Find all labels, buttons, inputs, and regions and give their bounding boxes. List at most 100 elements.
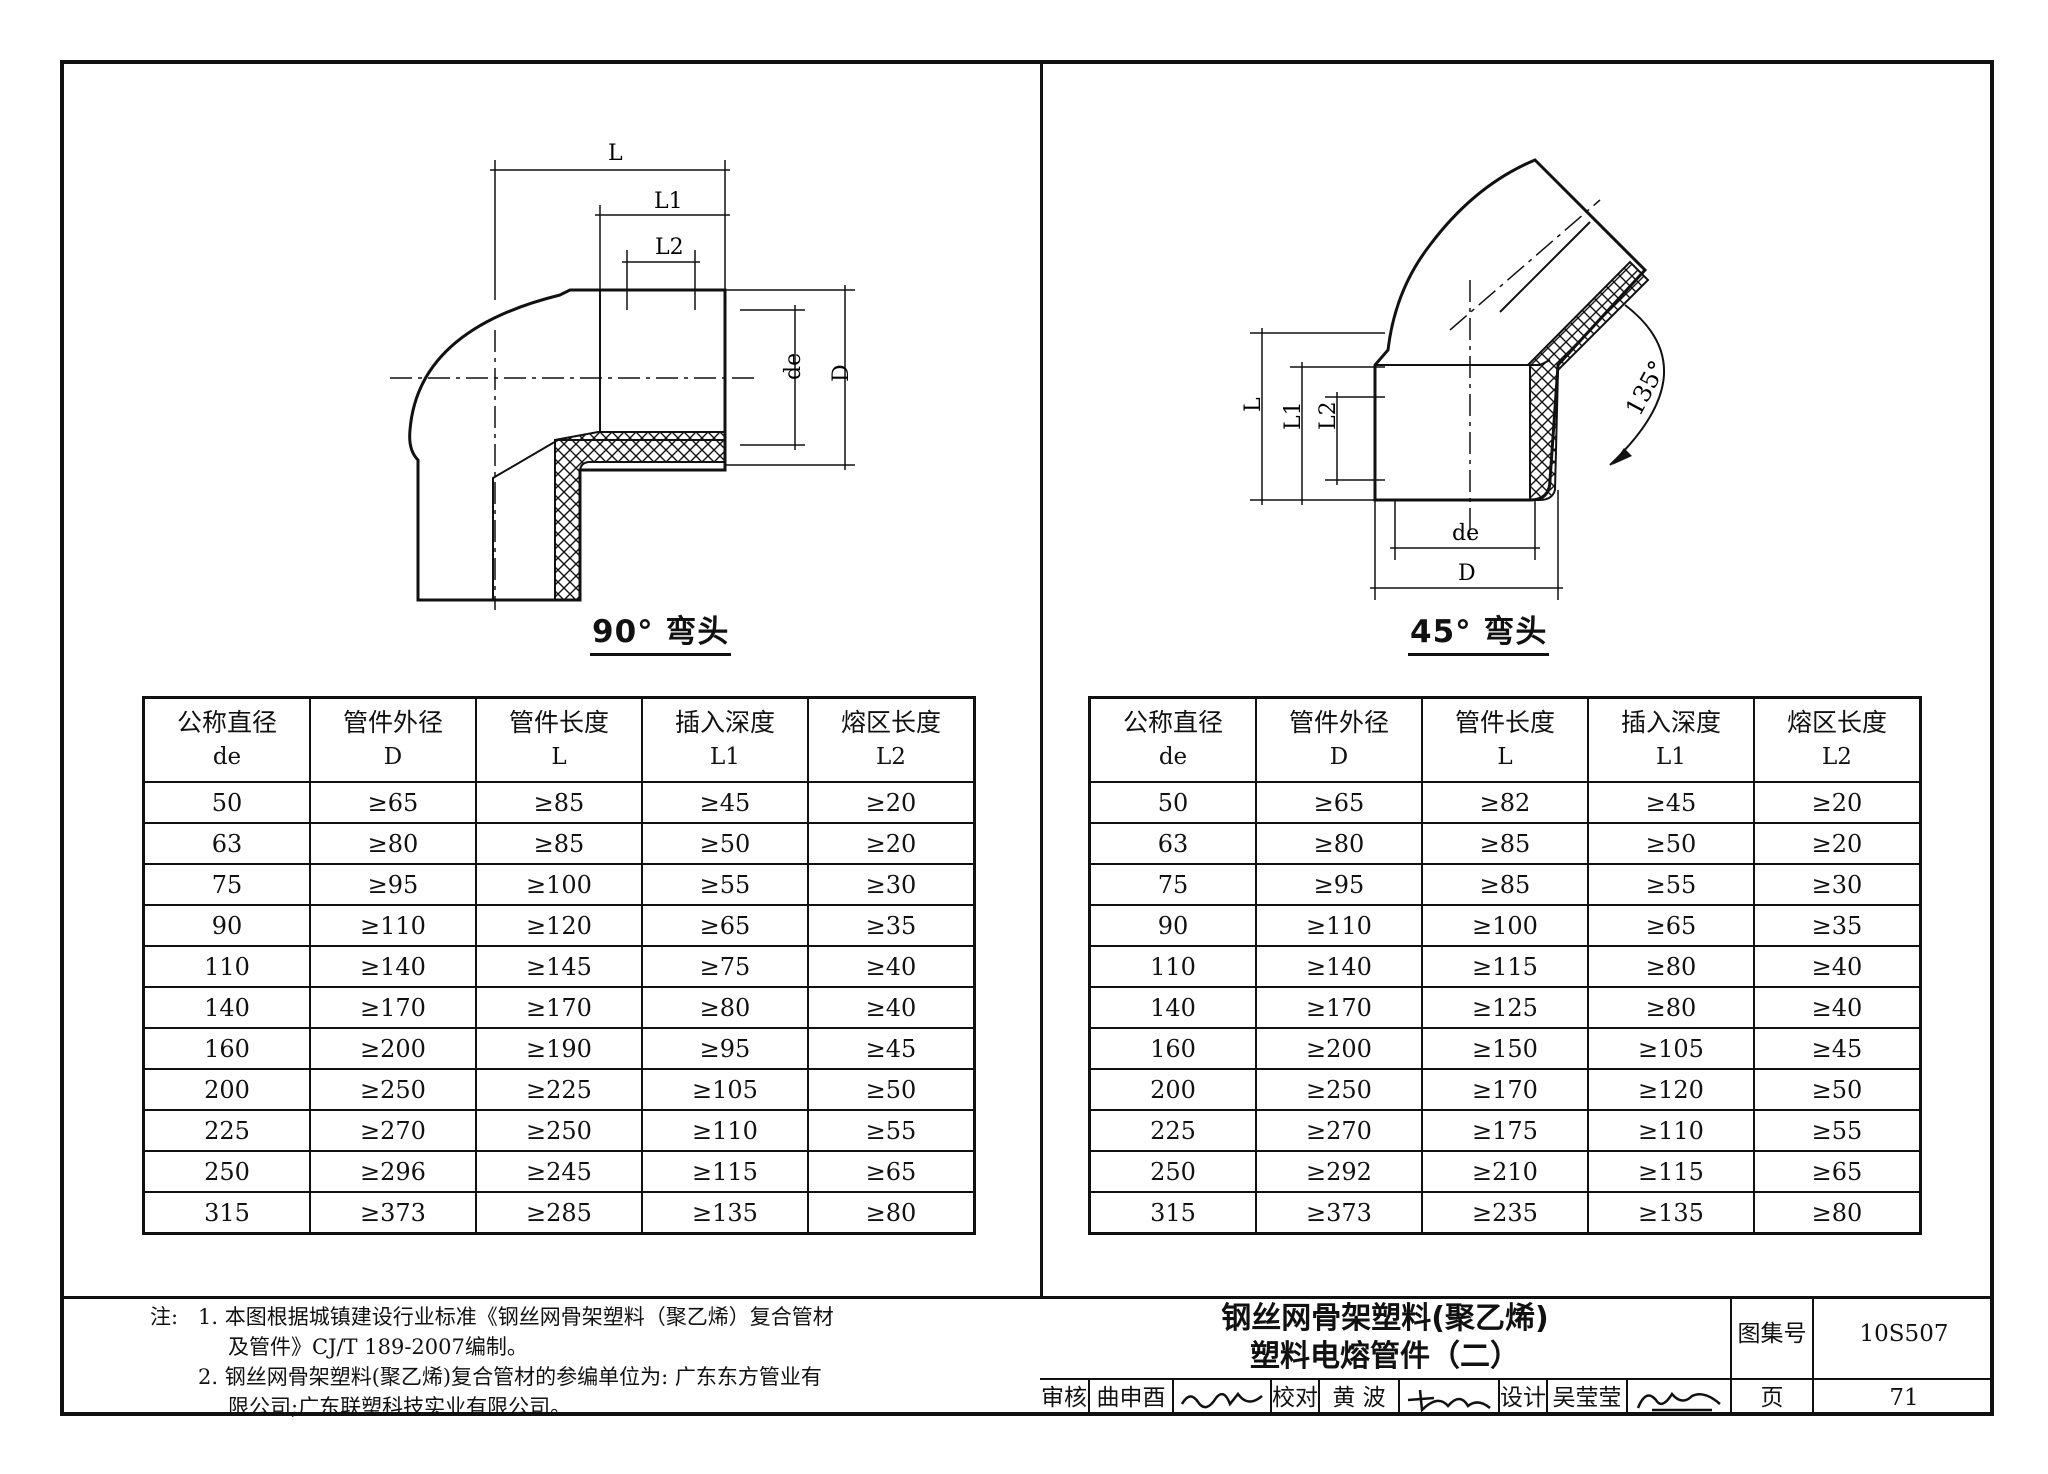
elbow-90-drawing: L L1 L2 de D xyxy=(390,141,855,610)
dim-angle-label: 135° xyxy=(1620,356,1672,420)
table-cell: ≥40 xyxy=(1753,986,1922,1029)
table-cell: ≥235 xyxy=(1421,1191,1589,1235)
table-cell: ≥175 xyxy=(1421,1109,1589,1152)
table-cell: ≥65 xyxy=(807,1150,976,1193)
title-line-1: 钢丝网骨架塑料(聚乙烯) xyxy=(1221,1301,1549,1336)
table-cell: ≥80 xyxy=(1255,822,1423,865)
table-cell: 63 xyxy=(142,822,311,865)
dim-L1-label: L1 xyxy=(654,189,683,214)
table-row: 50≥65≥82≥45≥20 xyxy=(1088,781,1922,824)
table-cell: ≥75 xyxy=(641,945,809,988)
dim-D-label: D xyxy=(829,364,854,382)
table-cell: 200 xyxy=(1088,1068,1257,1111)
dim-de-label: de xyxy=(781,353,806,380)
table-cell: ≥250 xyxy=(309,1068,477,1111)
table-row: 50≥65≥85≥45≥20 xyxy=(142,781,976,824)
title-block: 钢丝网骨架塑料(聚乙烯) 塑料电熔管件（二） 图集号 10S507 审核 曲申酉… xyxy=(1040,1296,1994,1416)
notes-label: 注: xyxy=(150,1305,179,1329)
table-cell: ≥250 xyxy=(1255,1068,1423,1111)
table-cell: ≥120 xyxy=(1587,1068,1755,1111)
table-row: 200≥250≥225≥105≥50 xyxy=(142,1068,976,1111)
dim-de-label-45: de xyxy=(1452,521,1479,546)
table-cell: ≥80 xyxy=(309,822,477,865)
table-row: 63≥80≥85≥50≥20 xyxy=(1088,822,1922,865)
table-cell: ≥20 xyxy=(807,781,976,824)
table-cell: ≥105 xyxy=(641,1068,809,1111)
table-cell: ≥65 xyxy=(641,904,809,947)
table-cell: 90 xyxy=(1088,904,1257,947)
table-cell: ≥50 xyxy=(807,1068,976,1111)
table-cell: 315 xyxy=(142,1191,311,1235)
table-cell: ≥50 xyxy=(1587,822,1755,865)
table-row: 90≥110≥120≥65≥35 xyxy=(142,904,976,947)
table-cell: ≥30 xyxy=(1753,863,1922,906)
table-cell: ≥170 xyxy=(309,986,477,1029)
table-cell: ≥45 xyxy=(807,1027,976,1070)
dim-L-label: L xyxy=(608,141,623,166)
table-cell: ≥105 xyxy=(1587,1027,1755,1070)
table-cell: 250 xyxy=(1088,1150,1257,1193)
title-line-2: 塑料电熔管件（二） xyxy=(1250,1339,1520,1374)
table-cell: ≥55 xyxy=(641,863,809,906)
table-cell: ≥100 xyxy=(1421,904,1589,947)
table-cell: ≥115 xyxy=(1587,1150,1755,1193)
table-cell: ≥170 xyxy=(475,986,643,1029)
check-name: 黄 波 xyxy=(1332,1385,1386,1411)
table-row: 110≥140≥145≥75≥40 xyxy=(142,945,976,988)
table-cell: ≥190 xyxy=(475,1027,643,1070)
table-cell: ≥170 xyxy=(1421,1068,1589,1111)
review-name: 曲申酉 xyxy=(1096,1385,1166,1411)
table-cell: ≥210 xyxy=(1421,1150,1589,1193)
note-1-line-1: 1. 本图根据城镇建设行业标准《钢丝网骨架塑料（聚乙烯）复合管材 xyxy=(198,1305,834,1329)
table-cell: ≥50 xyxy=(641,822,809,865)
table-cell: ≥110 xyxy=(641,1109,809,1152)
dim-L1-label-45: L1 xyxy=(1281,401,1306,430)
table-cell: 250 xyxy=(142,1150,311,1193)
table-cell: ≥115 xyxy=(641,1150,809,1193)
table-row: 225≥270≥175≥110≥55 xyxy=(1088,1109,1922,1152)
bottom-divider xyxy=(60,1296,1994,1299)
table-cell: 50 xyxy=(1088,781,1257,824)
dim-L-label-45: L xyxy=(1241,397,1266,412)
table-cell: ≥140 xyxy=(309,945,477,988)
table-cell: 140 xyxy=(142,986,311,1029)
table-cell: 315 xyxy=(1088,1191,1257,1235)
dim-L2-label: L2 xyxy=(655,235,684,260)
atlas-label: 图集号 xyxy=(1737,1321,1807,1347)
page-label: 页 xyxy=(1760,1385,1784,1411)
table-cell: ≥45 xyxy=(641,781,809,824)
table-cell: ≥30 xyxy=(807,863,976,906)
elbow-45-caption: 45° 弯头 xyxy=(1408,606,1550,656)
table-cell: ≥373 xyxy=(309,1191,477,1235)
table-cell: ≥80 xyxy=(641,986,809,1029)
table-row: 250≥292≥210≥115≥65 xyxy=(1088,1150,1922,1193)
table-row: 315≥373≥285≥135≥80 xyxy=(142,1191,976,1235)
table-cell: ≥270 xyxy=(309,1109,477,1152)
table-row: 225≥270≥250≥110≥55 xyxy=(142,1109,976,1152)
table-cell: ≥65 xyxy=(309,781,477,824)
table-cell: ≥140 xyxy=(1255,945,1423,988)
table-cell: ≥55 xyxy=(1587,863,1755,906)
table-cell: 110 xyxy=(142,945,311,988)
table-cell: ≥225 xyxy=(475,1068,643,1111)
table-row: 90≥110≥100≥65≥35 xyxy=(1088,904,1922,947)
table-cell: ≥110 xyxy=(1255,904,1423,947)
table-cell: ≥40 xyxy=(807,945,976,988)
table-cell: ≥110 xyxy=(309,904,477,947)
table-cell: ≥55 xyxy=(1753,1109,1922,1152)
table-row: 75≥95≥100≥55≥30 xyxy=(142,863,976,906)
table-cell: 200 xyxy=(142,1068,311,1111)
table-row: 63≥80≥85≥50≥20 xyxy=(142,822,976,865)
design-signature xyxy=(1636,1391,1721,1412)
table-row: 160≥200≥190≥95≥45 xyxy=(142,1027,976,1070)
table-cell: ≥373 xyxy=(1255,1191,1423,1235)
table-cell: 63 xyxy=(1088,822,1257,865)
